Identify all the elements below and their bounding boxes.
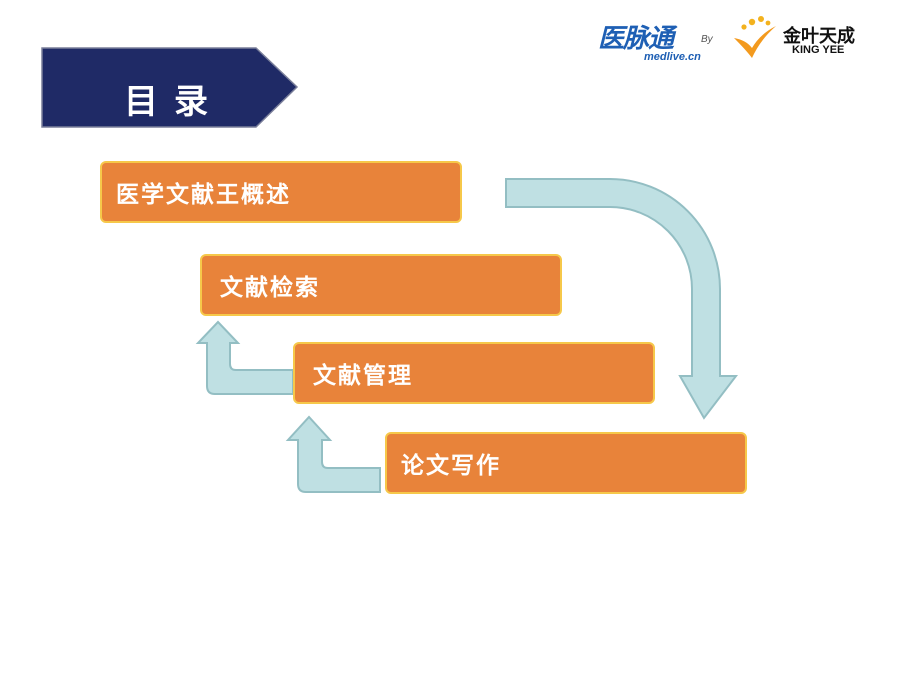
step-box-writing[interactable]: 论文写作 <box>385 432 747 494</box>
step-box-retrieval[interactable]: 文献检索 <box>200 254 562 316</box>
step-label: 论文写作 <box>401 452 501 479</box>
curved-down-arrow-icon <box>505 178 739 420</box>
step-label: 文献检索 <box>220 274 320 301</box>
step-box-management[interactable]: 文献管理 <box>293 342 655 404</box>
step-label: 医学文献王概述 <box>116 181 291 208</box>
medlive-logo-sub: medlive.cn <box>644 51 701 63</box>
medlive-logo: 医脉通 medlive.cn <box>598 18 723 64</box>
uturn-up-arrow-2-icon <box>285 415 381 493</box>
kingyee-emblem-icon <box>734 16 776 58</box>
kingyee-logo-cn: 金叶天成 <box>783 26 855 47</box>
kingyee-logo-en: KING YEE <box>792 44 845 56</box>
uturn-up-arrow-1-icon <box>195 320 294 395</box>
step-box-overview[interactable]: 医学文献王概述 <box>100 161 462 223</box>
by-label: By <box>701 34 713 45</box>
step-label: 文献管理 <box>313 362 413 389</box>
toc-title: 目录 <box>124 82 224 122</box>
medlive-logo-main: 医脉通 <box>598 23 674 53</box>
